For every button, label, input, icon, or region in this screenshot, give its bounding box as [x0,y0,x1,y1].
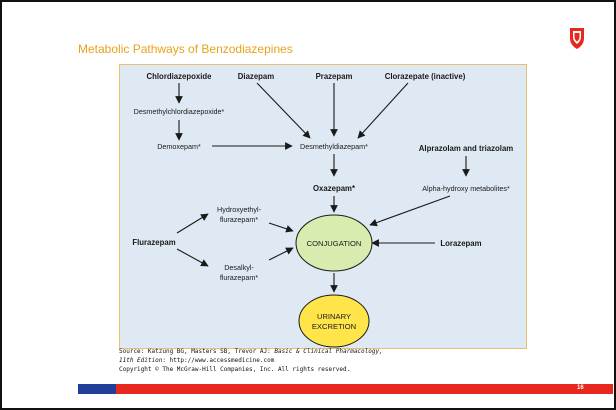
conjugation-label: CONJUGATION [307,239,362,248]
metabolite-hydroxyethyl-line1: Hydroxyethyl- [217,205,262,214]
arrow-diazepam-to-desmethyldiazepam [256,82,311,139]
footer-bar-blue [78,384,116,394]
metabolite-desmethylchlordiazepoxide: Desmethylchlordiazepoxide* [134,107,225,116]
arrow-flurazepam-to-desalkyl [176,248,209,267]
diagram-panel: Chlordiazepoxide Diazepam Prazepam Clora… [119,64,527,349]
conjugation-node: CONJUGATION [295,214,373,272]
drug-labels: Chlordiazepoxide Diazepam Prazepam Clora… [132,72,513,248]
drug-prazepam: Prazepam [316,72,353,81]
urinary-label-line2: EXCRETION [312,322,356,331]
metabolite-hydroxyethyl-line2: flurazepam* [220,215,259,224]
arrow-flurazepam-to-hydroxyethyl [176,213,209,234]
arrow-clorazepate-to-desmethyldiazepam [357,82,409,139]
drug-chlordiazepoxide: Chlordiazepoxide [147,72,213,81]
metabolite-demoxepam: Demoxepam* [157,142,201,151]
drug-flurazepam: Flurazepam [132,238,175,247]
metabolite-labels: Desmethylchlordiazepoxide* Demoxepam* De… [134,107,510,282]
arrow-alpha-hydroxy-to-conjugation [369,195,451,227]
metabolite-alpha-hydroxy: Alpha-hydroxy metabolites* [422,184,510,193]
drug-diazepam: Diazepam [238,72,274,81]
slide-title: Metabolic Pathways of Benzodiazepines [78,42,293,56]
arrow-desalkyl-to-conjugation [268,247,294,261]
oxazepam-label: Oxazepam* [313,184,356,193]
urinary-excretion-node: URINARY EXCRETION [298,294,370,348]
footer-bar-red [116,384,613,394]
source-line-2: 11th Edition: http://www.accessmedicine.… [119,356,275,364]
source-line-1: Source: Katzung BG, Masters SB, Trevor A… [119,348,383,355]
page-number: 16 [577,385,584,391]
drug-alprazolam-triazolam: Alprazolam and triazolam [419,144,514,153]
arrows [175,82,470,293]
source-citation: Source: Katzung BG, Masters SB, Trevor A… [119,348,383,375]
metabolite-desalkyl-line2: flurazepam* [220,273,259,282]
urinary-ellipse [298,294,370,348]
drug-clorazepate: Clorazepate (inactive) [385,72,466,81]
conjugation-ellipse [295,214,373,272]
drug-lorazepam: Lorazepam [440,239,481,248]
copyright-line: Copyright © The McGraw-Hill Companies, I… [119,366,351,373]
arrow-hydroxyethyl-to-conjugation [268,222,294,233]
urinary-label-line1: URINARY [317,312,351,321]
metabolic-pathway-diagram: Chlordiazepoxide Diazepam Prazepam Clora… [132,72,513,348]
red-shield-logo-icon [570,28,584,49]
metabolite-desmethyldiazepam: Desmethyldiazepam* [300,142,368,151]
metabolite-desalkyl-line1: Desalkyl- [224,263,254,272]
